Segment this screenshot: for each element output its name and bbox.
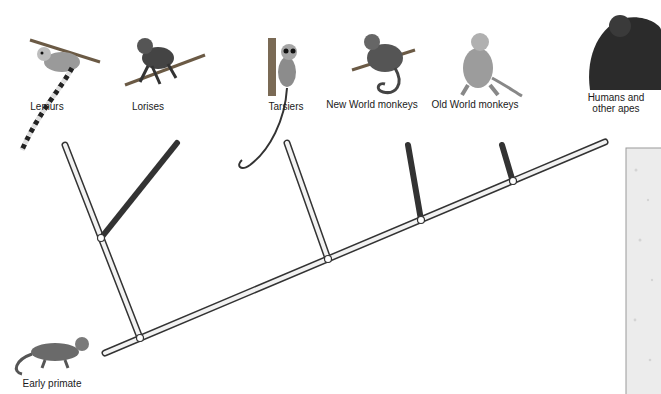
loris-figure — [125, 38, 205, 85]
tree-branches — [65, 142, 605, 353]
taxon-label: Humans and other apes — [577, 92, 655, 114]
taxon-label: Tarsiers — [268, 101, 303, 112]
taxon-label: Early primate — [23, 378, 82, 389]
early-primate-figure — [16, 337, 89, 374]
side-panel — [626, 148, 661, 394]
taxon-label: Old World monkeys — [431, 99, 518, 110]
panel-texture — [634, 169, 654, 362]
taxon-label: Lorises — [132, 101, 164, 112]
taxon-label: Lemurs — [30, 101, 63, 112]
lemur-figure — [22, 40, 100, 150]
branch-node — [98, 178, 517, 342]
gorilla-figure — [589, 15, 661, 90]
new-world-monkey-figure — [352, 34, 415, 93]
taxon-label: New World monkeys — [326, 99, 418, 110]
old-world-monkey-figure — [462, 33, 522, 96]
